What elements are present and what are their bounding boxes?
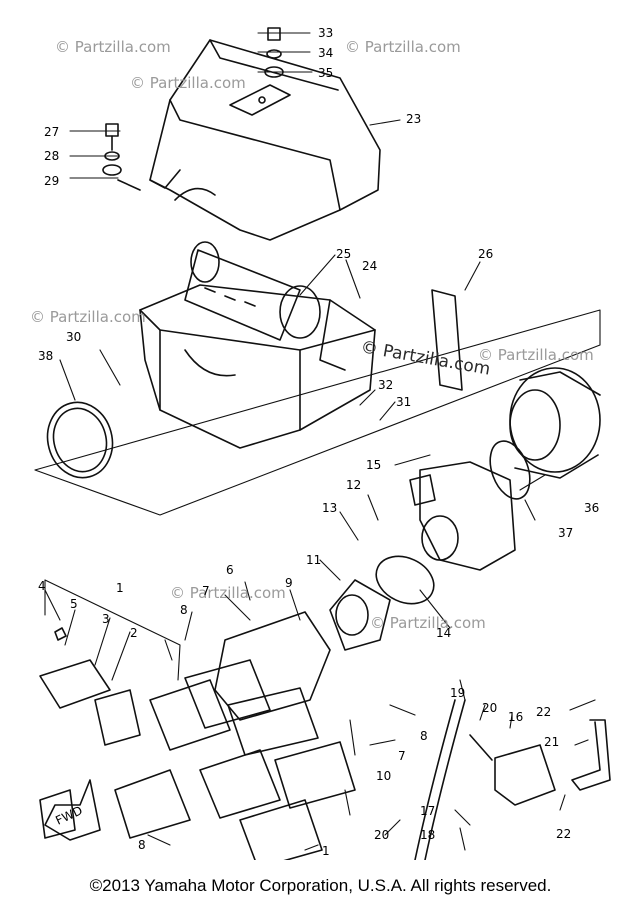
- callout-33: 33: [318, 26, 333, 40]
- callout-30: 30: [66, 330, 81, 344]
- watermark: © Partzilla.com: [130, 74, 246, 92]
- carb-joint: [329, 555, 435, 651]
- callout-5: 5: [70, 597, 78, 611]
- callout-22: 22: [556, 827, 571, 841]
- watermark-overlay: © Partzilla.com: [359, 337, 492, 379]
- callout-18: 18: [420, 828, 435, 842]
- silencer-tube: [184, 241, 321, 341]
- callout-8: 8: [180, 603, 188, 617]
- leader-lines: [44, 32, 596, 851]
- copyright-notice: ©2013 Yamaha Motor Corporation, U.S.A. A…: [89, 876, 552, 895]
- clamp-38: [46, 401, 114, 479]
- callout-11: 11: [306, 553, 321, 567]
- reference-frame-lower: [44, 579, 181, 681]
- intake-manifold: [214, 611, 331, 721]
- cover-fasteners: [102, 27, 284, 191]
- watermark: © Partzilla.com: [478, 346, 594, 364]
- callout-26: 26: [478, 247, 493, 261]
- callout-14: 14: [436, 626, 451, 640]
- callout-1: 1: [322, 844, 330, 858]
- bracket-26: [431, 289, 463, 391]
- callout-35: 35: [318, 66, 333, 80]
- callout-1: 1: [116, 581, 124, 595]
- watermark-layer: © Partzilla.com © Partzilla.com © Partzi…: [30, 38, 594, 632]
- watermark: © Partzilla.com: [55, 38, 171, 56]
- callout-12: 12: [346, 478, 361, 492]
- callout-4: 4: [38, 579, 46, 593]
- watermark: © Partzilla.com: [170, 584, 286, 602]
- watermark: © Partzilla.com: [30, 308, 146, 326]
- callout-34: 34: [318, 46, 333, 60]
- callout-16: 16: [508, 710, 523, 724]
- callout-20: 20: [482, 701, 497, 715]
- callout-labels: 33 34 35 27 28 29 23 25 24 26 30 38 32 3…: [38, 26, 599, 858]
- callout-29: 29: [44, 174, 59, 188]
- fwd-label: FWD: [53, 803, 84, 828]
- airbox-base: [139, 284, 376, 449]
- callout-37: 37: [558, 526, 573, 540]
- callout-7: 7: [398, 749, 406, 763]
- reference-frame-upper: [34, 309, 601, 516]
- callout-8: 8: [420, 729, 428, 743]
- callout-25: 25: [336, 247, 351, 261]
- airbox-cover: [149, 39, 381, 241]
- fwd-arrow: [44, 779, 101, 841]
- callout-6: 6: [226, 563, 234, 577]
- callout-10: 10: [376, 769, 391, 783]
- callout-36: 36: [584, 501, 599, 515]
- callout-9: 9: [285, 576, 293, 590]
- callout-22: 22: [536, 705, 551, 719]
- callout-38: 38: [38, 349, 53, 363]
- carburetor: [409, 461, 516, 571]
- callout-7: 7: [202, 584, 210, 598]
- callout-19: 19: [450, 686, 465, 700]
- callout-28: 28: [44, 149, 59, 163]
- reed-valve-assemblies: [39, 627, 356, 860]
- callout-21: 21: [544, 735, 559, 749]
- callout-31: 31: [396, 395, 411, 409]
- callout-13: 13: [322, 501, 337, 515]
- callout-17: 17: [420, 804, 435, 818]
- watermark: © Partzilla.com: [370, 614, 486, 632]
- callout-15: 15: [366, 458, 381, 472]
- watermark: © Partzilla.com: [345, 38, 461, 56]
- intake-duct: [489, 367, 601, 500]
- callout-27: 27: [44, 125, 59, 139]
- callout-20: 20: [374, 828, 389, 842]
- callout-32: 32: [378, 378, 393, 392]
- fuel-pump: [414, 699, 611, 860]
- callout-3: 3: [102, 612, 110, 626]
- callout-2: 2: [130, 626, 138, 640]
- parts-diagram: © Partzilla.com © Partzilla.com © Partzi…: [30, 26, 611, 860]
- callout-8: 8: [138, 838, 146, 852]
- callout-23: 23: [406, 112, 421, 126]
- callout-24: 24: [362, 259, 377, 273]
